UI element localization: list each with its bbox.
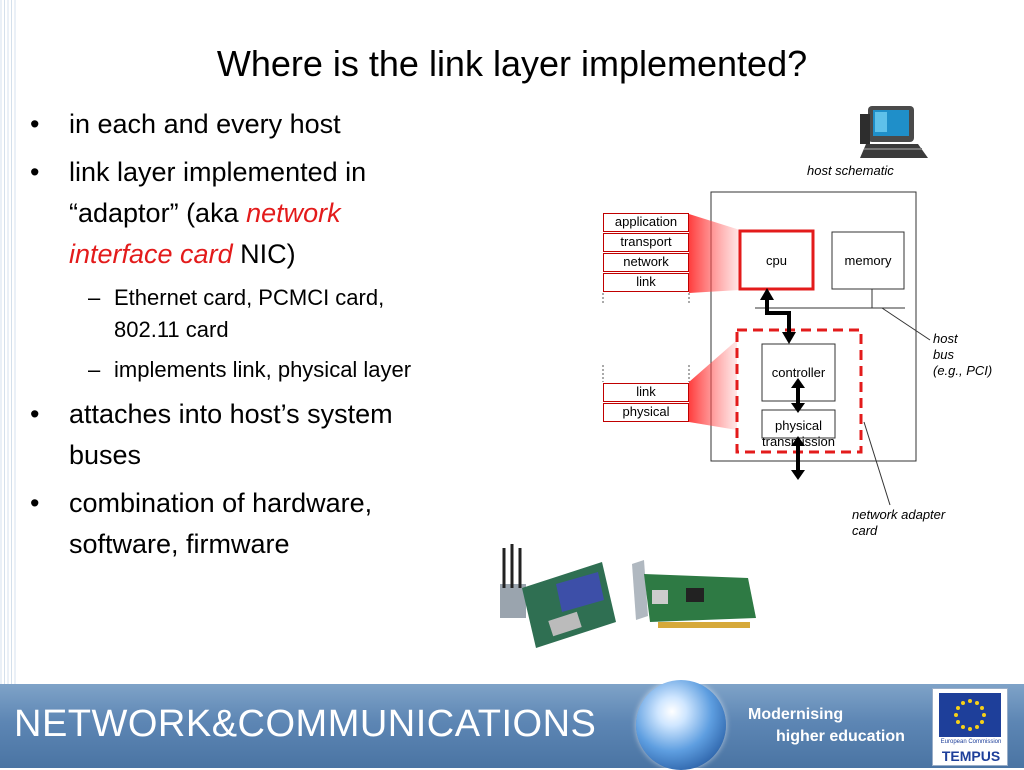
bullet-icon: •: [30, 152, 39, 193]
memory-label: memory: [832, 253, 904, 269]
stack-layer: link: [603, 383, 689, 402]
host-bus-line: (e.g., PCI): [933, 363, 992, 378]
stack-layer: application: [603, 213, 689, 232]
host-bus-label: host bus (e.g., PCI): [933, 331, 992, 379]
host-bus-line: bus: [933, 347, 954, 362]
globe-icon: [636, 680, 726, 770]
eu-flag-icon: [939, 693, 1001, 737]
modernising-text: Modernising higher education: [748, 704, 905, 748]
bullet-icon: •: [30, 104, 39, 145]
modern-line: higher education: [748, 726, 905, 748]
bullet-item: • link layer implemented in “adaptor” (a…: [30, 152, 490, 275]
wireless-nic-icon: [492, 544, 618, 656]
bullet-text: NIC): [233, 239, 296, 269]
bullet-icon: •: [30, 483, 39, 524]
bullet-text: “adaptor”: [69, 198, 179, 228]
tempus-logo: European Commission TEMPUS: [932, 688, 1008, 766]
left-decoration: [0, 0, 18, 684]
stack-layer: network: [603, 253, 689, 272]
bullet-item: • attaches into host’s system buses: [30, 394, 490, 476]
sub-bullet-text: 802.11 card: [114, 317, 229, 342]
sub-bullet-item: – implements link, physical layer: [30, 354, 490, 386]
bullet-text: attaches into host’s system: [69, 399, 393, 429]
host-schematic-label: host schematic: [807, 163, 894, 179]
highlight-text: interface card: [69, 239, 233, 269]
bullet-icon: •: [30, 394, 39, 435]
adapter-line: card: [852, 523, 877, 538]
adapter-line: network adapter: [852, 507, 945, 522]
physical-transmission-label: physical transmission: [750, 418, 847, 450]
stack-layer: physical: [603, 403, 689, 422]
monitor-icon: [858, 104, 930, 162]
ethernet-nic-icon: [628, 560, 760, 636]
bullet-item: • in each and every host: [30, 104, 490, 145]
ec-label: European Commission: [935, 739, 1007, 746]
adapter-label: network adapter card: [852, 507, 945, 539]
highlight-text: network: [246, 198, 341, 228]
slide-title: Where is the link layer implemented?: [0, 40, 1024, 88]
controller-label: controller: [762, 365, 835, 381]
stack-layer: transport: [603, 233, 689, 252]
bullet-text: (aka: [179, 198, 247, 228]
stack-layer: link: [603, 273, 689, 292]
bullet-text: link layer implemented in: [69, 157, 366, 187]
footer-title: NETWORK&COMMUNICATIONS: [14, 700, 596, 748]
sub-bullet-text: Ethernet card, PCMCI card,: [114, 285, 384, 310]
bullet-list: • in each and every host • link layer im…: [30, 104, 490, 572]
bullet-text: combination of hardware,: [69, 488, 372, 518]
host-schematic-diagram: host schematic application transport net…: [600, 160, 1010, 560]
modern-line: Modernising: [748, 706, 843, 723]
dash-icon: –: [88, 354, 100, 386]
host-bus-line: host: [933, 331, 958, 346]
sub-bullet-text: implements link, physical layer: [114, 357, 411, 382]
sub-bullet-item: – Ethernet card, PCMCI card, 802.11 card: [30, 282, 490, 346]
cpu-label: cpu: [740, 253, 813, 269]
bullet-item: • combination of hardware, software, fir…: [30, 483, 490, 565]
bullet-text: in each and every host: [69, 109, 341, 139]
dash-icon: –: [88, 282, 100, 314]
bullet-text: buses: [69, 440, 141, 470]
tempus-label: TEMPUS: [935, 747, 1007, 765]
bullet-text: software, firmware: [69, 529, 290, 559]
